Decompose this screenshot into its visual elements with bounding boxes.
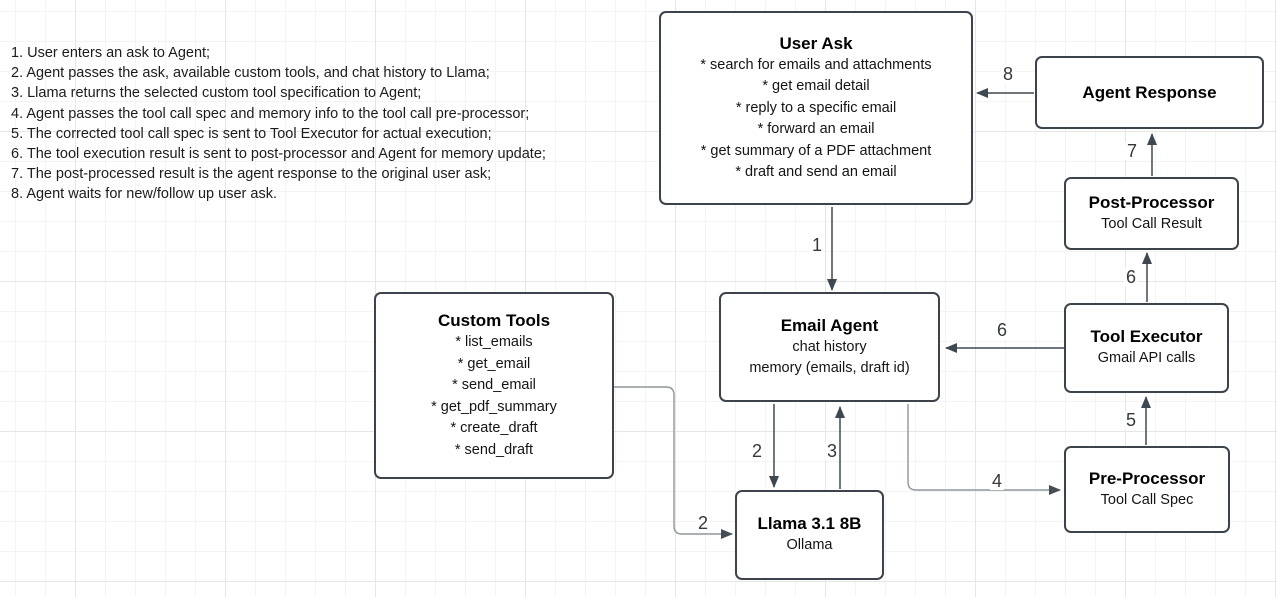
tool-executor-subtitle: Gmail API calls bbox=[1097, 350, 1196, 367]
pre-processor-subtitle: Tool Call Spec bbox=[1100, 491, 1194, 508]
post-processor-node[interactable]: Post-Processor Tool Call Result bbox=[1064, 177, 1239, 250]
edge-label-step4[interactable]: 4 bbox=[989, 471, 1005, 491]
user-ask-title: User Ask bbox=[779, 33, 853, 53]
post-processor-subtitle: Tool Call Result bbox=[1101, 215, 1202, 232]
agent-response-title: Agent Response bbox=[1082, 82, 1217, 102]
edge-custom-tools-to-llama bbox=[614, 386, 733, 539]
edge-email-agent-to-pre-processor bbox=[907, 404, 1061, 495]
llama-title: Llama 3.1 8B bbox=[757, 514, 862, 534]
post-processor-title: Post-Processor bbox=[1088, 192, 1215, 212]
flow-notes: 1. User enters an ask to Agent; 2. Agent… bbox=[11, 45, 546, 203]
edge-label-step7[interactable]: 7 bbox=[1124, 141, 1140, 161]
edge-label-step8[interactable]: 8 bbox=[1000, 64, 1016, 84]
agent-response-node[interactable]: Agent Response bbox=[1035, 56, 1264, 129]
edge-label-step3[interactable]: 3 bbox=[824, 441, 840, 461]
llama-node[interactable]: Llama 3.1 8B Ollama bbox=[735, 490, 884, 580]
tool-executor-title: Tool Executor bbox=[1090, 327, 1203, 347]
edge-label-step2[interactable]: 2 bbox=[749, 441, 765, 461]
edge-label-step6-result[interactable]: 6 bbox=[1123, 267, 1139, 287]
custom-tools-title: Custom Tools bbox=[437, 311, 551, 330]
edge-label-step5[interactable]: 5 bbox=[1123, 410, 1139, 430]
pre-processor-title: Pre-Processor bbox=[1088, 468, 1206, 488]
custom-tools-node[interactable]: Custom Tools * list_emails * get_email *… bbox=[374, 292, 614, 479]
edge-label-step2-tools[interactable]: 2 bbox=[695, 513, 711, 533]
tool-executor-node[interactable]: Tool Executor Gmail API calls bbox=[1064, 303, 1229, 393]
email-agent-node[interactable]: Email Agent chat history memory (emails,… bbox=[719, 292, 940, 402]
email-agent-details: chat history memory (emails, draft id) bbox=[749, 338, 910, 377]
pre-processor-node[interactable]: Pre-Processor Tool Call Spec bbox=[1064, 446, 1230, 533]
edge-label-step1[interactable]: 1 bbox=[809, 235, 825, 255]
custom-tools-items: * list_emails * get_email * send_email *… bbox=[431, 334, 557, 458]
user-ask-node[interactable]: User Ask * search for emails and attachm… bbox=[659, 11, 973, 205]
user-ask-items: * search for emails and attachments * ge… bbox=[700, 56, 932, 181]
edge-label-step6-memory[interactable]: 6 bbox=[994, 320, 1010, 340]
email-agent-title: Email Agent bbox=[780, 315, 879, 335]
llama-subtitle: Ollama bbox=[786, 537, 833, 554]
